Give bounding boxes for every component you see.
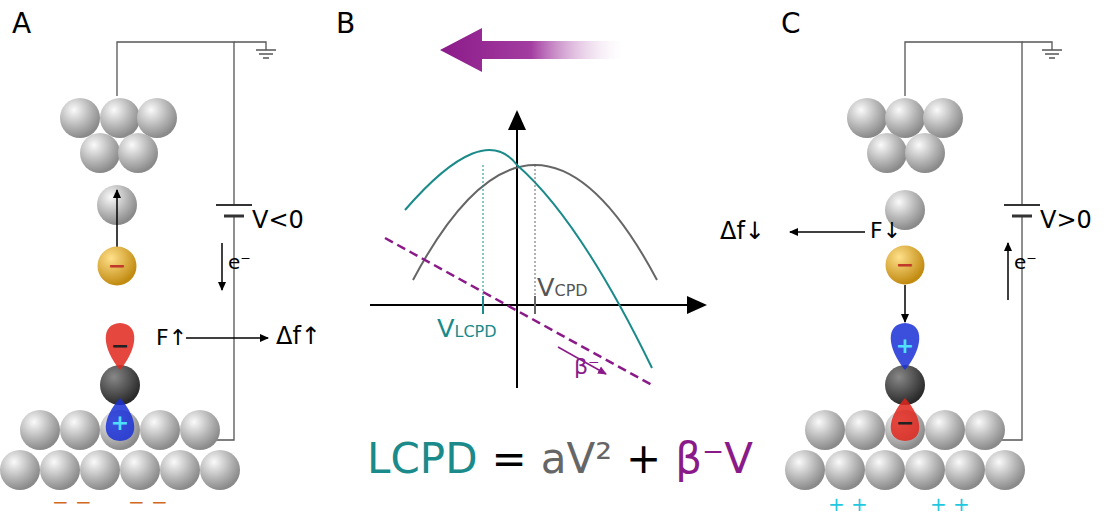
surface-charge: + + [930,494,970,514]
arrows [117,190,1008,338]
panel-letter: C [781,10,801,38]
equation-term: β⁻V [675,438,753,480]
frequency-shift-label: Δf↑ [276,324,321,348]
force-label: F↑ [156,327,187,349]
charge-sign: + [885,322,925,370]
charged-atom: − [97,246,137,286]
equation-term: = [491,438,526,480]
slope-label: β⁻ [574,356,600,378]
voltage-label: V>0 [1040,208,1092,232]
voltage-label: V<0 [252,208,304,232]
equation: LCPD = aV² + β⁻V [0,438,1120,480]
charge-sign: − [885,245,925,285]
charge-sign: − [100,322,140,370]
circuit-wires [117,42,1062,440]
metal-atoms [0,98,1025,490]
surface-charge: + + [828,494,868,514]
panel-letter: B [336,10,355,38]
charge-sign: − [97,246,137,286]
force-label: F↓ [870,220,901,242]
equation-term: LCPD [367,438,477,480]
charge-sign: − [885,398,925,442]
electron-label: e⁻ [228,252,251,272]
orbital-lobe: − [885,398,925,442]
surface-charge: − − [128,492,168,512]
equation-term: aV² [541,438,612,480]
axis-tick-label: VCPD [537,275,588,301]
frequency-shift-label: Δf↓ [720,219,765,243]
orbital-lobe: + [100,398,140,442]
dark-atoms [100,365,925,405]
electron-label: e⁻ [1014,252,1037,272]
graph [370,28,705,388]
orbital-lobe: + [885,322,925,370]
charge-sign: + [100,398,140,442]
equation-term: + [626,438,661,480]
force-arrow [904,285,906,322]
panel-letter: A [12,10,31,38]
axis-tick-label: VLCPD [437,316,497,342]
surface-charge: − − [52,492,92,512]
orbital-lobe: − [100,322,140,370]
charged-atom: − [885,245,925,285]
